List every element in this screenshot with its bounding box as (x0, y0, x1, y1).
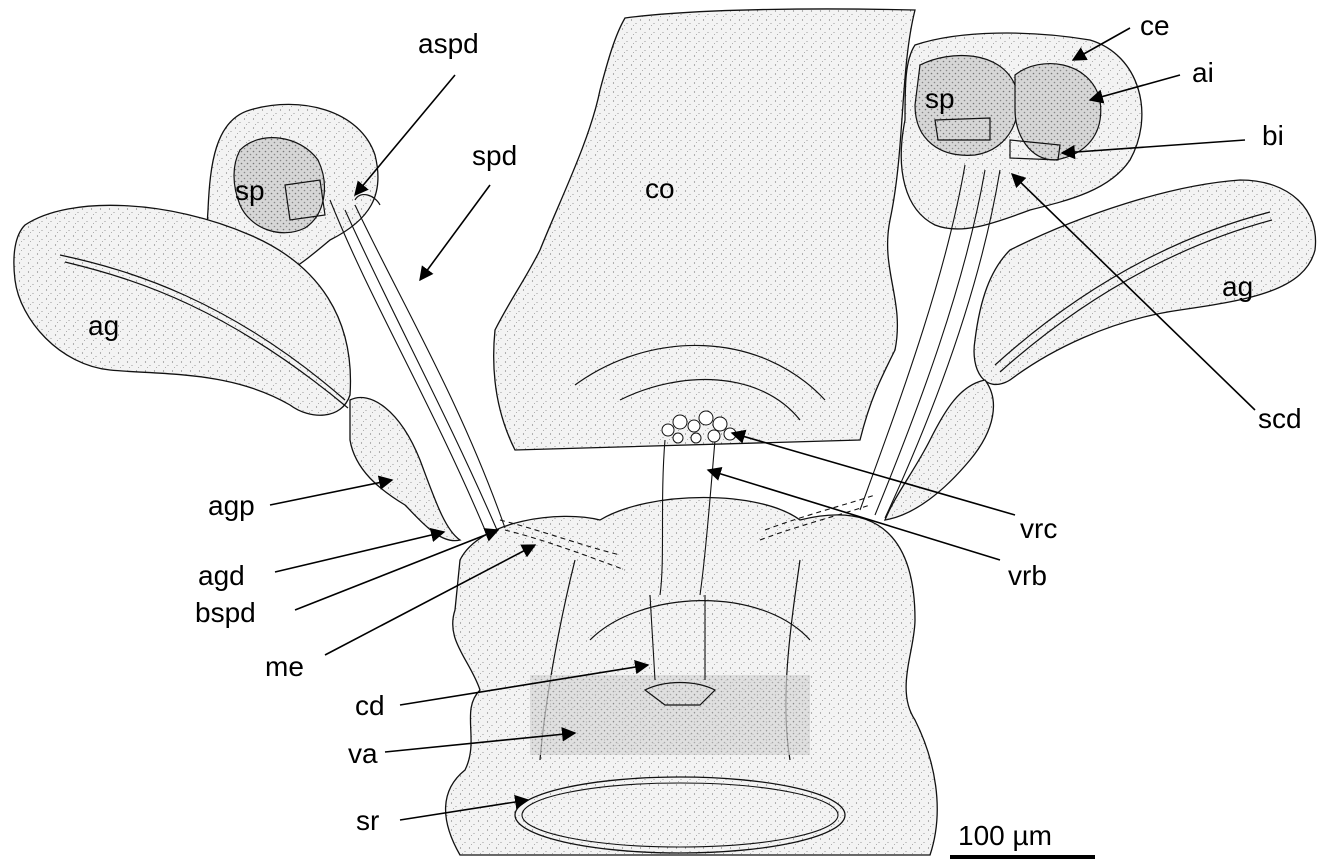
label-va: va (348, 738, 378, 769)
label-ag-right: ag (1222, 271, 1253, 302)
label-ce: ce (1140, 10, 1170, 41)
seminal-receptacle-outer (515, 777, 845, 853)
label-ai: ai (1192, 57, 1214, 88)
label-bi: bi (1262, 120, 1284, 151)
label-scd: scd (1258, 403, 1302, 434)
label-vrc: vrc (1020, 513, 1057, 544)
label-spd: spd (472, 140, 517, 171)
leader-aspd (355, 75, 455, 195)
label-aspd: aspd (418, 28, 479, 59)
label-sp-right: sp (925, 83, 955, 114)
central-organ-co (494, 9, 915, 450)
label-vrb: vrb (1008, 560, 1047, 591)
vagina-shading (530, 675, 810, 755)
label-bspd: bspd (195, 597, 256, 628)
label-agp: agp (208, 490, 255, 521)
label-sr: sr (356, 805, 379, 836)
label-cd: cd (355, 690, 385, 721)
label-sp-left: sp (235, 175, 265, 206)
leader-agd (275, 532, 444, 572)
scale-bar-label: 100 µm (958, 820, 1052, 851)
left-agp-bulb (350, 398, 460, 541)
label-co: co (645, 173, 675, 204)
label-ag-left: ag (88, 310, 119, 341)
leader-agp (270, 480, 392, 505)
label-agd: agd (198, 560, 245, 591)
leader-spd (420, 185, 490, 280)
label-me: me (265, 651, 304, 682)
